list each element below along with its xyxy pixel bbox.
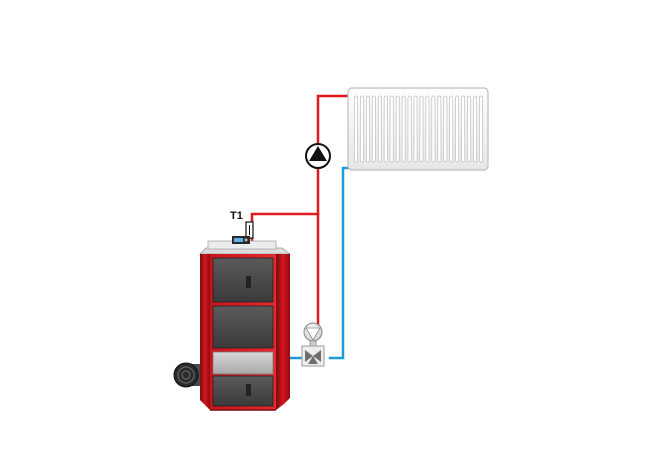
radiator [347, 87, 489, 171]
radiator-fin [473, 95, 478, 163]
radiator-fin [389, 95, 394, 163]
boiler-controller [232, 236, 250, 244]
boiler-door-upper [212, 257, 274, 303]
radiator-fin [431, 95, 436, 163]
radiator-fin [437, 95, 442, 163]
radiator-fins [353, 95, 483, 163]
radiator-fin [377, 95, 382, 163]
radiator-fin [425, 95, 430, 163]
circulation-pump-icon [305, 143, 331, 169]
boiler-door-middle [212, 305, 274, 349]
boiler-ash-panel [212, 351, 274, 375]
radiator-fin [401, 95, 406, 163]
radiator-fin [407, 95, 412, 163]
radiator-fin [467, 95, 472, 163]
radiator-fin [353, 95, 358, 163]
radiator-fin [461, 95, 466, 163]
boiler-door-lower [212, 375, 274, 407]
radiator-fin [383, 95, 388, 163]
mixing-valve-icon [301, 322, 325, 367]
radiator-fin [443, 95, 448, 163]
radiator-fin [395, 95, 400, 163]
temperature-sensor-icon [245, 221, 254, 239]
radiator-fin [365, 95, 370, 163]
radiator-fin [359, 95, 364, 163]
radiator-fin [478, 95, 483, 163]
sensor-label: T1 [230, 210, 243, 222]
radiator-fin [413, 95, 418, 163]
radiator-fin [455, 95, 460, 163]
radiator-fin [371, 95, 376, 163]
boiler [199, 236, 292, 411]
radiator-fin [419, 95, 424, 163]
radiator-fin [449, 95, 454, 163]
